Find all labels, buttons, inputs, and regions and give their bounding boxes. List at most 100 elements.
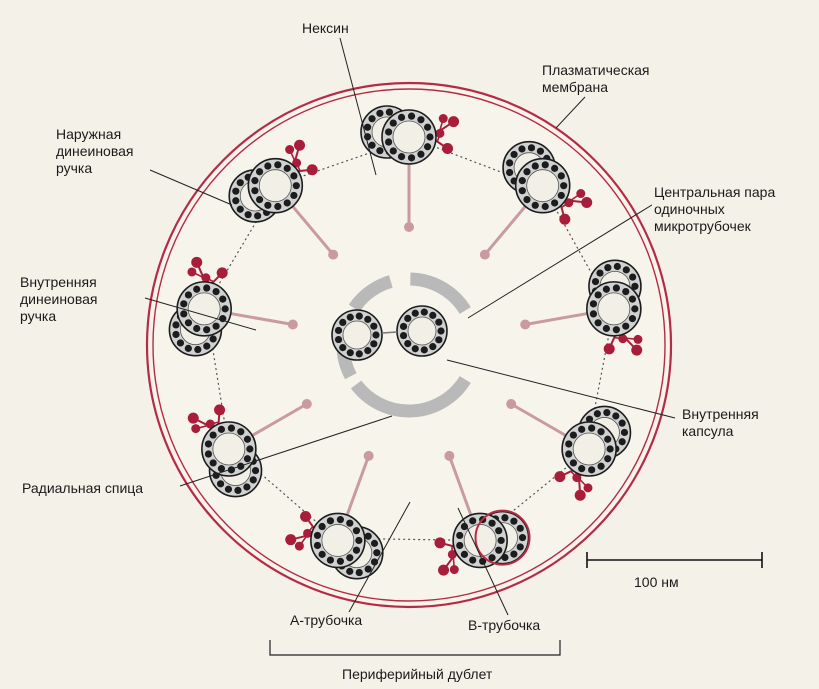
central-microtubule-left-lumen	[343, 321, 371, 349]
b-tubule-subunit	[250, 476, 257, 483]
outer-dynein-head	[448, 116, 459, 127]
central-microtubule-left-subunit	[339, 344, 346, 351]
b-tubule-subunit	[537, 148, 544, 155]
a-tubule-subunit	[314, 542, 321, 549]
central-microtubule-right-subunit	[435, 319, 442, 326]
b-tubule-subunit	[172, 331, 179, 338]
label-central-pair: Центральная пара одиночных микротрубочек	[652, 184, 777, 235]
b-tubule-subunit	[237, 206, 244, 213]
a-tubule-subunit	[385, 128, 392, 135]
central-bridge	[382, 332, 397, 333]
a-tubule-subunit	[244, 455, 251, 462]
b-tubule-subunit	[356, 569, 363, 576]
a-tubule-subunit	[565, 440, 572, 447]
a-tubule-subunit	[385, 138, 392, 145]
a-tubule-subunit	[256, 168, 263, 175]
label-b-tubule: В-трубочка	[466, 617, 542, 634]
a-tubule-subunit	[210, 459, 217, 466]
a-tubule-subunit	[613, 284, 620, 291]
b-tubule-subunit	[237, 179, 244, 186]
a-tubule-subunit	[519, 177, 526, 184]
dynein-branch-head	[576, 189, 585, 198]
a-tubule-subunit	[398, 153, 405, 160]
b-tubule-subunit	[346, 568, 353, 575]
a-tubule-subunit	[212, 288, 219, 295]
b-tubule-subunit	[364, 124, 371, 131]
label-scale-bar: 100 нм	[632, 574, 681, 591]
central-microtubule-right-subunit	[404, 340, 411, 347]
radial-spoke-head	[328, 250, 338, 260]
a-tubule-subunit	[426, 133, 433, 140]
leader-line	[556, 97, 585, 128]
b-tubule-subunit	[517, 525, 524, 532]
a-tubule-subunit	[251, 187, 258, 194]
a-tubule-subunit	[523, 168, 530, 175]
b-tubule-subunit	[373, 549, 380, 556]
b-tubule-subunit	[506, 159, 513, 166]
a-tubule-subunit	[597, 428, 604, 435]
central-microtubule-left-subunit	[370, 340, 377, 347]
radial-spoke-head	[520, 320, 530, 330]
central-microtubule-right-subunit	[421, 309, 428, 316]
b-tubule-subunit	[629, 273, 636, 280]
a-tubule-subunit	[519, 187, 526, 194]
b-tubule-subunit	[203, 343, 210, 350]
b-tubule-subunit	[510, 518, 517, 525]
b-tubule-subunit	[210, 335, 217, 342]
dynein-branch-head	[201, 273, 210, 282]
a-tubule-subunit	[595, 291, 602, 298]
a-tubule-subunit	[244, 436, 251, 443]
a-tubule-subunit	[256, 196, 263, 203]
a-tubule-subunit	[495, 527, 502, 534]
radial-spoke-head	[506, 399, 516, 409]
b-tubule-subunit	[376, 147, 383, 154]
a-tubule-subunit	[424, 143, 431, 150]
radial-spoke-head	[288, 320, 298, 330]
b-tubule-subunit	[386, 109, 393, 116]
inner-dynein-head	[214, 404, 225, 415]
a-tubule-subunit	[558, 192, 565, 199]
inner-dynein-head	[604, 343, 615, 354]
b-tubule-subunit	[501, 514, 508, 521]
b-tubule-subunit	[592, 278, 599, 285]
b-tubule-subunit	[596, 269, 603, 276]
central-microtubule-right-subunit	[421, 346, 428, 353]
b-tubule-subunit	[510, 550, 517, 557]
a-tubule-lumen	[598, 293, 630, 325]
a-tubule-subunit	[558, 172, 565, 179]
a-tubule-subunit	[498, 537, 505, 544]
a-tubule-subunit	[603, 286, 610, 293]
a-tubule-subunit	[495, 547, 502, 554]
a-tubule-subunit	[193, 325, 200, 332]
a-tubule-subunit	[629, 296, 636, 303]
a-tubule-subunit	[417, 116, 424, 123]
a-tubule-subunit	[246, 445, 253, 452]
a-tubule-subunit	[590, 310, 597, 317]
b-tubule-subunit	[603, 409, 610, 416]
b-tubule-subunit	[594, 410, 601, 417]
outer-dynein-head	[294, 140, 305, 151]
radial-spoke-head	[444, 451, 454, 461]
a-tubule-subunit	[185, 319, 192, 326]
dynein-branch-head	[187, 267, 196, 276]
b-tubule-subunit	[252, 467, 259, 474]
a-tubule-subunit	[424, 124, 431, 131]
a-tubule-subunit	[604, 455, 611, 462]
central-microtubule-right-subunit	[435, 336, 442, 343]
b-tubule-subunit	[623, 266, 630, 273]
label-outer-dynein-arm: Наружная динеиновая ручка	[54, 126, 136, 177]
inner-dynein-head	[442, 143, 453, 154]
a-tubule-subunit	[570, 431, 577, 438]
a-tubule-subunit	[319, 523, 326, 530]
b-tubule-subunit	[245, 211, 252, 218]
central-microtubule-right-subunit	[437, 327, 444, 334]
a-tubule-subunit	[417, 151, 424, 158]
inner-dynein-head	[554, 471, 565, 482]
central-microtubule-right-subunit	[404, 315, 411, 322]
central-microtubule-right-lumen	[408, 317, 436, 345]
a-tubule-subunit	[603, 325, 610, 332]
a-tubule-subunit	[290, 192, 297, 199]
a-tubule-lumen	[573, 433, 605, 465]
a-tubule-subunit	[337, 558, 344, 565]
